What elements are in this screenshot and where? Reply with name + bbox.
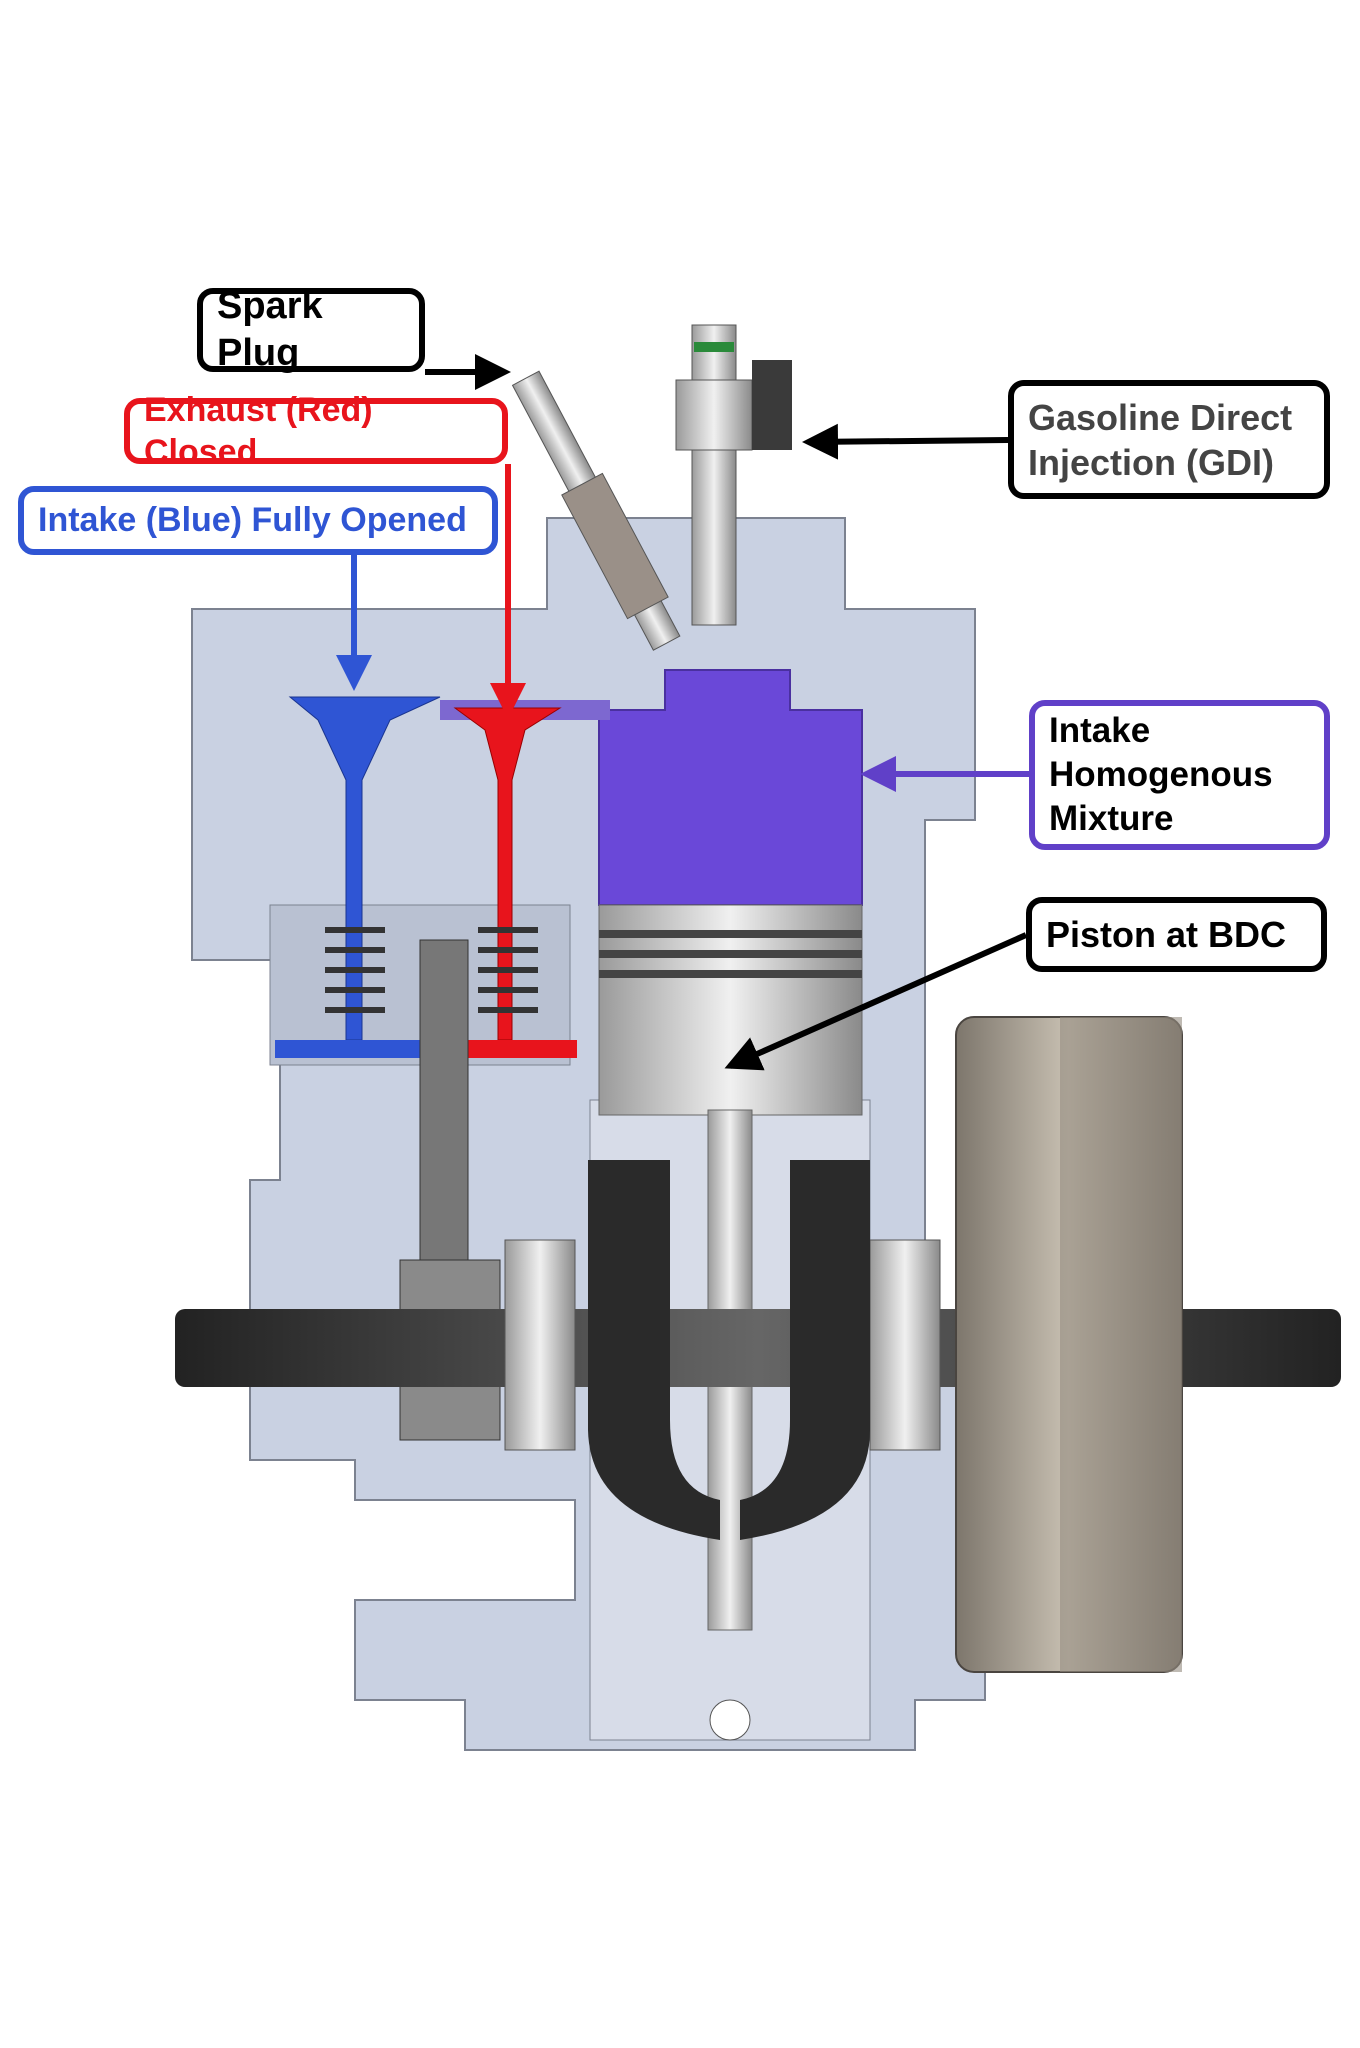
piston-label: Piston at BDC (1026, 897, 1327, 972)
piston-label-text: Piston at BDC (1046, 914, 1287, 955)
spark-plug (511, 370, 681, 651)
mixture-label-line2: Homogenous (1049, 755, 1273, 795)
gdi-label-line2: Injection (GDI) (1028, 441, 1274, 483)
mixture-label-line3: Mixture (1049, 798, 1174, 838)
exhaust-valve-label-text: Exhaust (Red) Closed (144, 390, 373, 472)
intake-valve-label-text: Intake (Blue) Fully Opened (38, 501, 467, 540)
callout-lines (336, 354, 1029, 1071)
gdi-label-line1: Gasoline Direct (1028, 396, 1293, 438)
flywheel (955, 1016, 1183, 1673)
spark-plug-label: Spark Plug (197, 285, 425, 374)
exhaust-valve-label: Exhaust (Red) Closed (124, 391, 508, 471)
intake-valve (275, 696, 441, 1058)
spark-plug-label-text: Spark Plug (217, 284, 323, 375)
gdi-label: Gasoline Direct Injection (GDI) (1008, 380, 1330, 499)
valve-springs (325, 927, 538, 1013)
intake-valve-label: Intake (Blue) Fully Opened (18, 486, 498, 555)
mixture-label-line1: Intake (1049, 711, 1151, 751)
mixture-label: Intake Homogenous Mixture (1029, 700, 1330, 850)
fuel-injector (675, 324, 792, 626)
